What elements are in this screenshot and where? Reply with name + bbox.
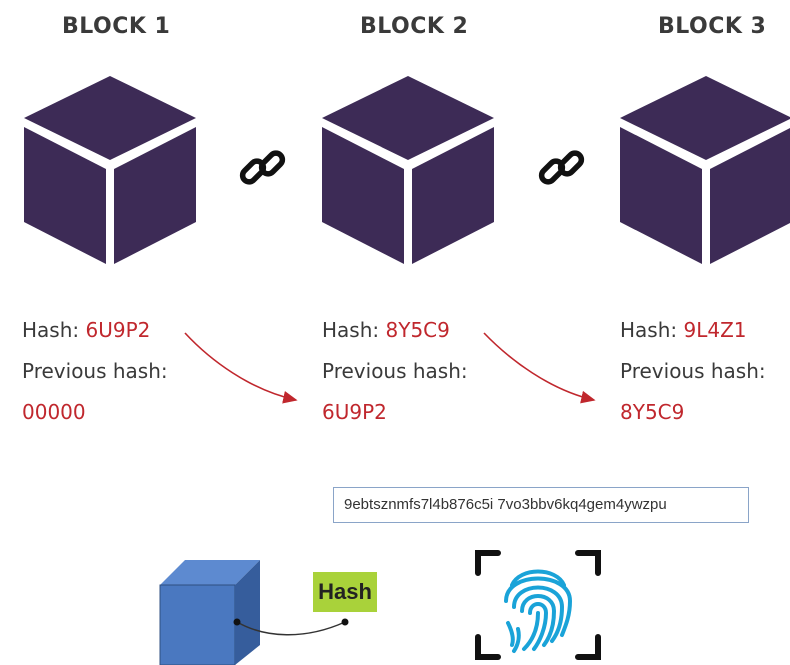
block-1-title: BLOCK 1 bbox=[62, 14, 171, 39]
block-1-previous-hash: 00000 bbox=[22, 400, 86, 424]
chain-link-icon bbox=[239, 150, 286, 185]
block-2-cube-icon bbox=[322, 76, 494, 264]
block-2-title: BLOCK 2 bbox=[360, 14, 469, 39]
block-3-title: BLOCK 3 bbox=[658, 14, 767, 39]
block-1-cube-icon bbox=[24, 76, 196, 264]
arrow-block2-to-block3 bbox=[483, 332, 596, 404]
block-3-previous-hash: 8Y5C9 bbox=[620, 400, 685, 424]
block-1-previous-label: Previous hash: bbox=[22, 359, 168, 383]
block-2-hash: Hash: 8Y5C9 bbox=[322, 318, 450, 342]
block-2-previous-hash: 6U9P2 bbox=[322, 400, 387, 424]
chain-link-icon bbox=[538, 150, 585, 185]
block-3-cube-icon bbox=[620, 76, 790, 264]
hash-string-box: 9ebtsznmfs7l4b876c5i 7vo3bbv6kq4gem4ywzp… bbox=[333, 487, 749, 523]
block-3-hash: Hash: 9L4Z1 bbox=[620, 318, 747, 342]
arrow-block1-to-block2 bbox=[184, 332, 298, 404]
block-3-previous-label: Previous hash: bbox=[620, 359, 766, 383]
block-1-hash: Hash: 6U9P2 bbox=[22, 318, 151, 342]
hash-tag: Hash bbox=[313, 572, 377, 612]
fingerprint-icon bbox=[475, 550, 601, 660]
block-2-previous-label: Previous hash: bbox=[322, 359, 468, 383]
blue-block-icon bbox=[159, 560, 349, 665]
